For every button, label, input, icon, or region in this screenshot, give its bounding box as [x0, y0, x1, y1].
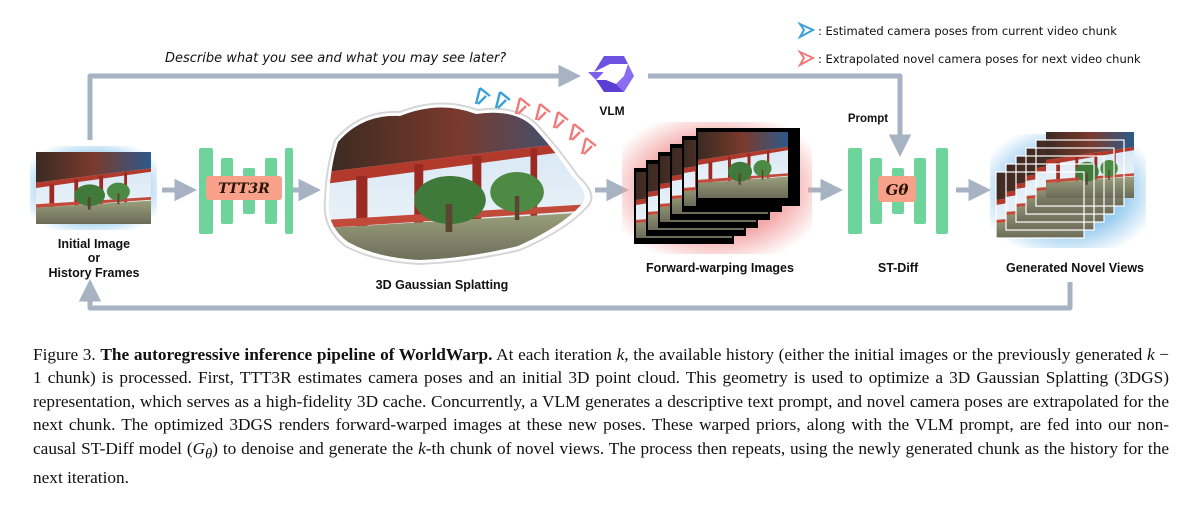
- caption-prefix: Figure 3.: [33, 345, 96, 364]
- arrow-vlm-to-prompt: [648, 73, 912, 157]
- fw-label: Forward-warping Images: [646, 261, 794, 275]
- pipeline-figure: Describe what you see and what you may s…: [30, 21, 1146, 311]
- gaussian-splatting-scene: [323, 87, 597, 266]
- gs-label: 3D Gaussian Splatting: [376, 278, 509, 292]
- caption-k-1: k: [616, 345, 625, 364]
- st-diff-network: Gθ: [848, 148, 948, 234]
- novel-views-label: Generated Novel Views: [1006, 261, 1144, 275]
- caption-title: The autoregressive inference pipeline of…: [100, 345, 493, 364]
- caption-text-1: At each iteration: [496, 345, 612, 364]
- prompt-label: Prompt: [848, 113, 888, 125]
- extrapolated-pose-icon: [797, 49, 816, 68]
- pipeline-diagram: Describe what you see and what you may s…: [30, 21, 1146, 311]
- forward-warping-images: [622, 122, 812, 254]
- extrapolated-camera-poses: [514, 97, 597, 155]
- initial-label-line1: Initial Image: [58, 237, 130, 251]
- estimated-pose-icon: [797, 21, 816, 40]
- caption-g: G: [192, 438, 206, 458]
- caption-k-3: k: [418, 438, 426, 458]
- caption-k-2: k: [1146, 345, 1155, 364]
- figure-caption: Figure 3. The autoregressive inference p…: [33, 343, 1169, 490]
- flow-arrows: [78, 64, 1073, 311]
- caption-text-3: − 1 chunk) is processed. First, TTT3R es…: [33, 345, 1170, 458]
- legend-estimated-text: : Estimated camera poses from current vi…: [818, 24, 1117, 38]
- caption-theta: θ: [205, 446, 213, 463]
- legend-extrapolated-text: : Extrapolated novel camera poses for ne…: [818, 52, 1141, 66]
- initial-label-line3: History Frames: [48, 266, 139, 280]
- stdiff-label: ST-Diff: [878, 261, 919, 275]
- initial-image: [30, 146, 157, 230]
- caption-text-5: -th chunk of novel views. The process th…: [33, 438, 1170, 488]
- vlm-question-text: Describe what you see and what you may s…: [165, 51, 506, 66]
- ttt3r-label: TTT3R: [218, 181, 270, 197]
- initial-label-line2: or: [88, 251, 101, 265]
- arrow-feedback-loop: [78, 279, 1073, 311]
- vlm-logo-icon: [588, 56, 634, 92]
- ttt3r-network: TTT3R: [199, 148, 293, 234]
- caption-text-2: , the available history (either the init…: [624, 345, 1143, 364]
- g-theta-label: Gθ: [886, 181, 909, 199]
- vlm-label: VLM: [599, 104, 624, 118]
- generated-novel-views: [990, 132, 1146, 248]
- estimated-camera-poses: [474, 87, 511, 109]
- caption-text-4: ) to denoise and generate the: [212, 438, 414, 458]
- legend: : Estimated camera poses from current vi…: [797, 21, 1141, 68]
- arrow-to-vlm: [87, 64, 581, 140]
